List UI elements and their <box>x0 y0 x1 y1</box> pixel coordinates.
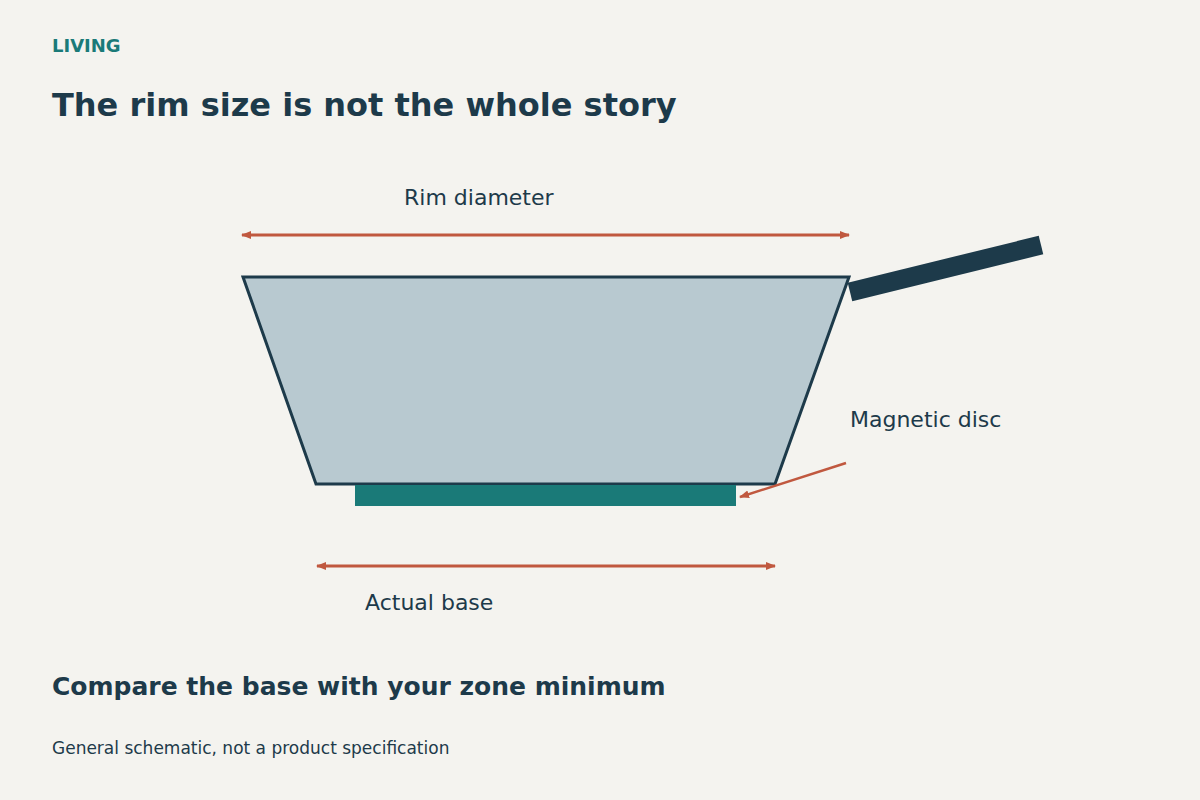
subheading: Compare the base with your zone minimum <box>52 672 666 701</box>
caption: General schematic, not a product specifi… <box>52 738 449 758</box>
magnetic-disc <box>355 485 736 506</box>
page-title: The rim size is not the whole story <box>52 86 677 124</box>
leader-line <box>740 463 846 497</box>
rim-dimension-arrow <box>242 234 849 237</box>
dimension-label: Actual base <box>365 590 493 615</box>
callout-label: Magnetic disc <box>850 407 1001 432</box>
section-tag: LIVING <box>52 35 121 56</box>
dimension-label: Rim diameter <box>404 185 554 210</box>
base-dimension-arrow <box>317 565 775 568</box>
pan-handle <box>850 245 1041 292</box>
pan-body <box>243 277 849 484</box>
